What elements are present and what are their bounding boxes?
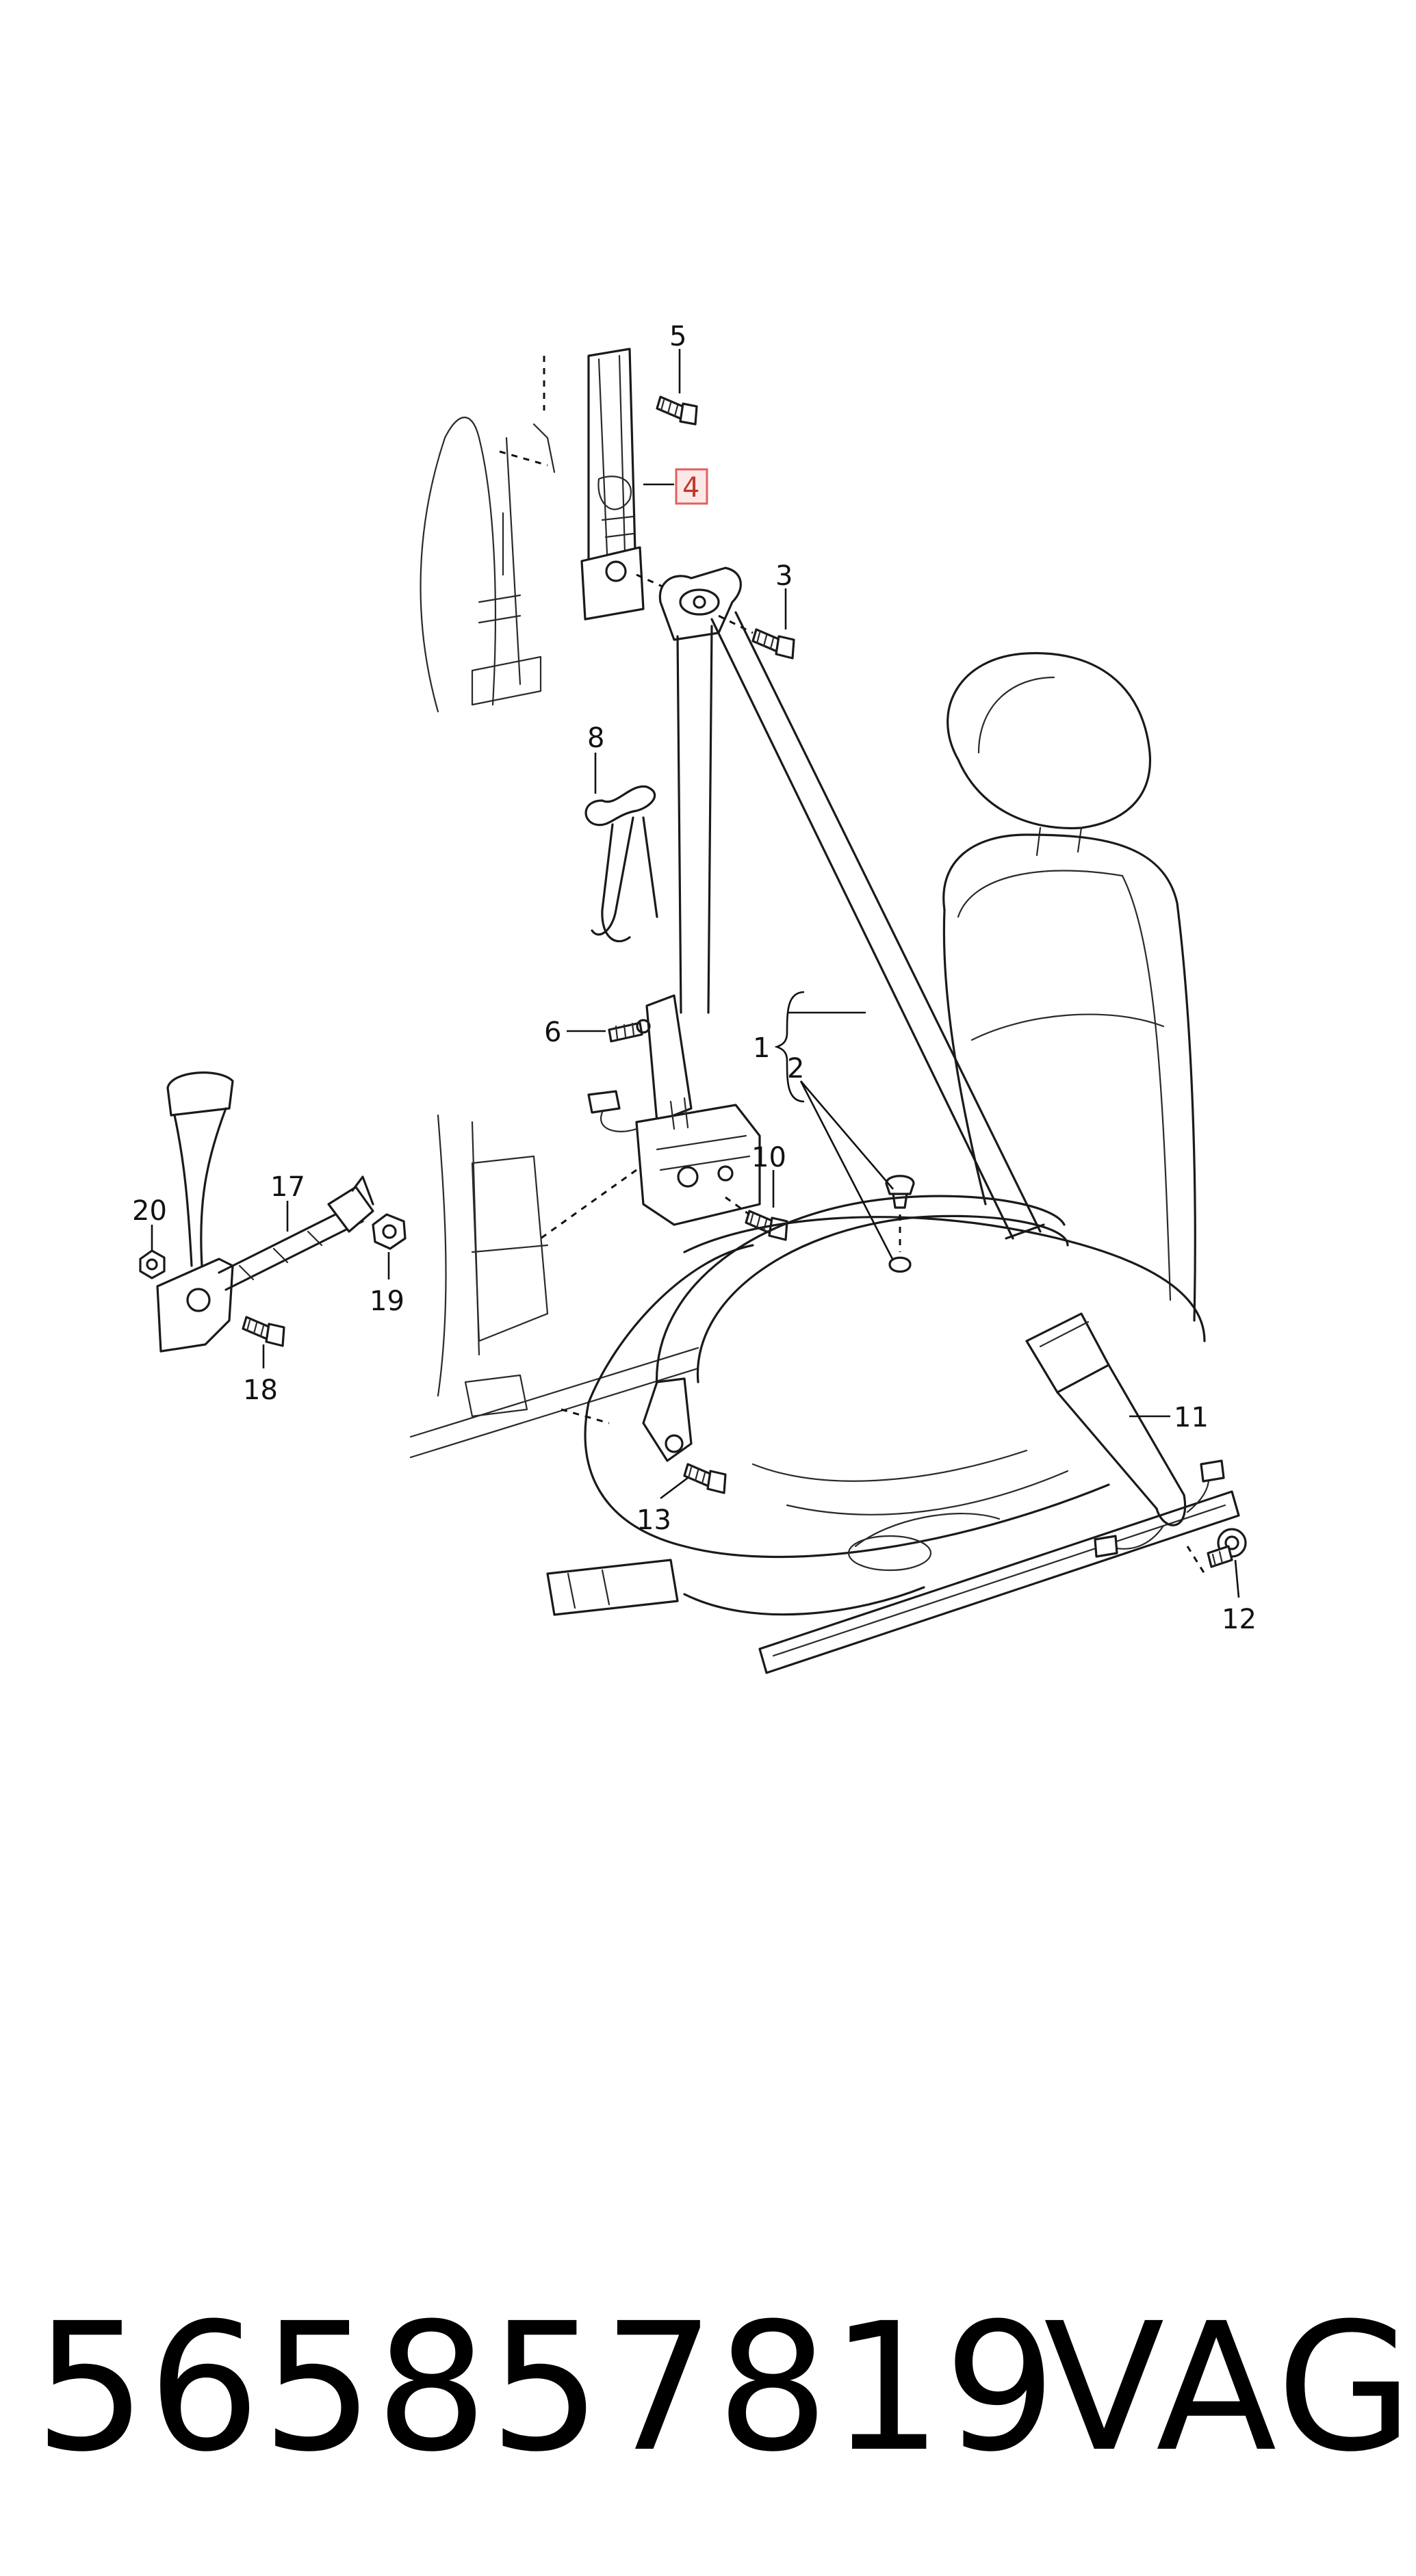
callout-8[interactable]: 8 — [587, 723, 604, 754]
brand-name: VAG — [1044, 2285, 1416, 2490]
upper-deflection-fitting — [658, 567, 742, 641]
callout-19[interactable]: 19 — [370, 1286, 404, 1317]
part-number: 565857819 — [34, 2285, 1058, 2490]
bolt-5 — [656, 395, 698, 426]
callout-17[interactable]: 17 — [270, 1171, 305, 1203]
nut-19 — [372, 1213, 407, 1250]
bolt-18 — [242, 1316, 285, 1347]
callout-3[interactable]: 3 — [775, 560, 793, 592]
callout-1[interactable]: 1 — [753, 1032, 770, 1064]
callout-13[interactable]: 13 — [636, 1505, 671, 1536]
callout-2[interactable]: 2 — [787, 1053, 804, 1084]
front-seat — [546, 652, 1240, 1674]
callouts: 5 4 3 8 1 2 6 10 11 12 13 17 18 19 20 — [132, 321, 1257, 1635]
footer: 565857819 VAG — [0, 2278, 1416, 2497]
belt-webbing — [676, 611, 1045, 1240]
belt-guide-clip — [584, 785, 658, 943]
bolt-13 — [683, 1463, 727, 1494]
lower-body-sill — [409, 1114, 699, 1459]
callout-12[interactable]: 12 — [1222, 1604, 1257, 1635]
bolt-12 — [1207, 1528, 1247, 1568]
bolt-3 — [718, 614, 795, 660]
callout-10[interactable]: 10 — [751, 1142, 786, 1173]
callout-4[interactable]: 4 — [682, 472, 699, 504]
callout-18[interactable]: 18 — [243, 1375, 278, 1406]
center-buckle-assembly — [156, 1071, 374, 1353]
seat-belt-buckle — [1025, 1312, 1225, 1574]
b-pillar-outline — [420, 356, 556, 713]
leader-lines — [151, 349, 1240, 1598]
height-adjuster-rail — [580, 348, 675, 621]
belt-retractor — [540, 994, 761, 1240]
bolt-6 — [608, 1019, 651, 1043]
callout-6[interactable]: 6 — [544, 1017, 561, 1048]
lap-belt — [642, 1195, 1069, 1462]
nut-20 — [139, 1249, 166, 1279]
callout-5[interactable]: 5 — [669, 321, 686, 352]
callout-11[interactable]: 11 — [1174, 1402, 1209, 1433]
cover-cap — [885, 1175, 915, 1273]
callout-20[interactable]: 20 — [132, 1195, 167, 1227]
callout-4-highlight-box — [675, 468, 708, 505]
